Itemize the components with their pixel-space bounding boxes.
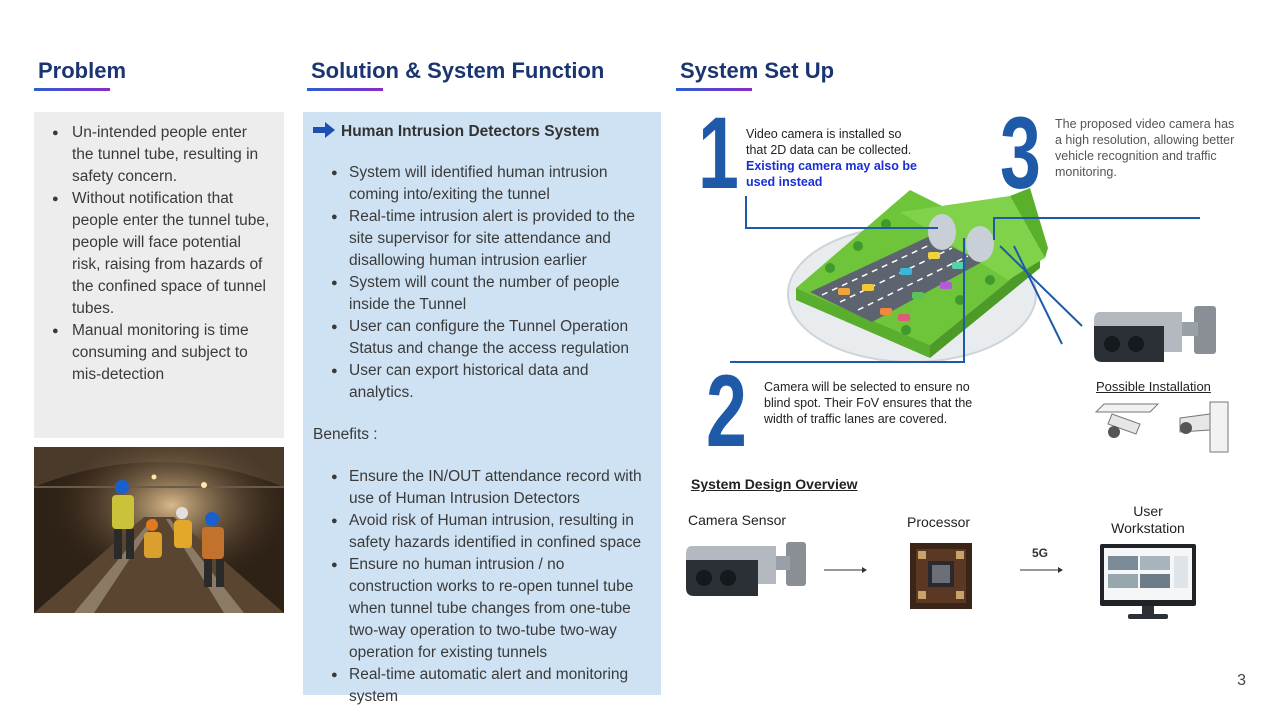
list-item: Real-time intrusion alert is provided to… <box>323 206 649 272</box>
arrow-right-icon <box>313 121 335 143</box>
benefits-label: Benefits : <box>313 426 378 443</box>
5g-link-label: 5G <box>1032 546 1049 560</box>
user-workstation-label: User Workstation <box>1111 503 1185 536</box>
benefits-list: Ensure the IN/OUT attendance record with… <box>313 466 649 708</box>
processor-label: Processor <box>907 514 971 530</box>
possible-installation-label: Possible Installation <box>1096 379 1211 394</box>
list-item: System will count the number of people i… <box>323 272 649 316</box>
problem-underline <box>34 88 110 91</box>
camera-sensor-icon <box>686 538 808 607</box>
note-3: The proposed video camera has a high res… <box>1055 117 1235 179</box>
solution-panel: Human Intrusion Detectors System System … <box>303 112 661 705</box>
list-item: Real-time automatic alert and monitoring… <box>323 664 649 708</box>
tunnel-workers-photo <box>34 447 284 613</box>
note-1: Video camera is installed so that 2D dat… <box>746 126 922 190</box>
solution-underline <box>307 88 383 91</box>
page-number: 3 <box>1237 672 1246 689</box>
tunnel-workers-illustration <box>34 447 284 613</box>
list-item: Ensure no human intrusion / no construct… <box>323 554 649 664</box>
monitor-icon <box>1100 544 1196 627</box>
list-item: Without notification that people enter t… <box>52 188 272 320</box>
list-item: Ensure the IN/OUT attendance record with… <box>323 466 649 510</box>
problem-list: Un-intended people enter the tunnel tube… <box>52 122 272 386</box>
installation-options-icon <box>1092 398 1232 461</box>
camera-icon <box>1094 300 1218 375</box>
problem-heading: Problem <box>38 58 127 83</box>
camera-sensor-label: Camera Sensor <box>688 512 787 528</box>
list-item: Manual monitoring is time consuming and … <box>52 320 272 386</box>
setup-heading: System Set Up <box>680 58 835 83</box>
system-design-title: System Design Overview <box>691 476 858 492</box>
step-number-3: 3 <box>1000 96 1041 210</box>
step-number-2: 2 <box>706 354 747 468</box>
solution-title: Human Intrusion Detectors System <box>341 123 600 140</box>
note-1-highlight: Existing camera may also be used instead <box>746 159 917 189</box>
step-number-1: 1 <box>698 96 739 210</box>
list-item: User can export historical data and anal… <box>323 360 649 404</box>
list-item: System will identified human intrusion c… <box>323 162 649 206</box>
list-item: Un-intended people enter the tunnel tube… <box>52 122 272 188</box>
list-item: User can configure the Tunnel Operation … <box>323 316 649 360</box>
solution-function-list: System will identified human intrusion c… <box>313 162 649 404</box>
note-2: Camera will be selected to ensure no bli… <box>764 380 973 426</box>
solution-title-row: Human Intrusion Detectors System <box>313 121 649 143</box>
note-1-text: Video camera is installed so that 2D dat… <box>746 127 912 157</box>
solution-heading: Solution & System Function <box>311 58 605 83</box>
problem-panel: Un-intended people enter the tunnel tube… <box>34 112 284 438</box>
setup-underline <box>676 88 752 91</box>
processor-icon <box>910 543 972 614</box>
list-item: Avoid risk of Human intrusion, resulting… <box>323 510 649 554</box>
